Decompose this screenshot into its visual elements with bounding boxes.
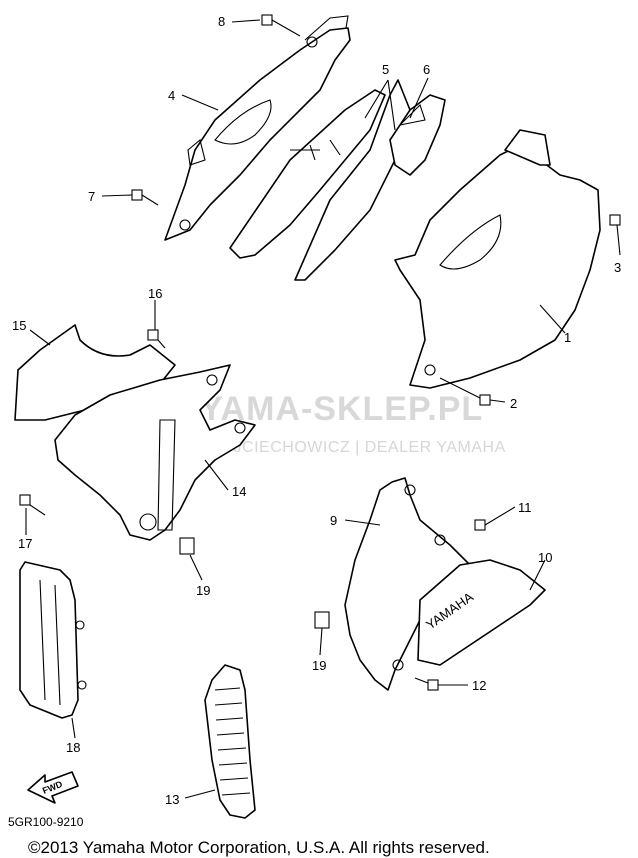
- part-number-10: 10: [538, 550, 552, 565]
- part-14-radiator-cover: [54, 364, 256, 541]
- part-number-13: 13: [165, 792, 179, 807]
- part-13-radiator-grille: [204, 664, 256, 819]
- copyright-text: ©2013 Yamaha Motor Corporation, U.S.A. A…: [28, 838, 490, 857]
- part-number-19b: 19: [312, 658, 326, 673]
- part-10-decal: YAMAHA: [417, 559, 546, 666]
- part-number-12: 12: [472, 678, 486, 693]
- bolt-3-icon: [609, 214, 621, 226]
- diagram-code: 5GR100-9210: [8, 815, 84, 829]
- watermark-brand: YAMA-SKLEP.PL: [200, 390, 483, 428]
- part-6-bracket: [389, 94, 446, 176]
- clip-19b-icon: [314, 611, 330, 629]
- part-number-19a: 19: [196, 583, 210, 598]
- part-number-15: 15: [12, 318, 26, 333]
- fwd-arrow-icon: FWD: [27, 771, 79, 804]
- leader-lines: [25, 19, 621, 799]
- part-number-9: 9: [330, 513, 337, 528]
- bolt-16-icon: [147, 329, 166, 349]
- part-number-14: 14: [232, 484, 246, 499]
- bolt-8-icon: [261, 14, 301, 37]
- part-number-3: 3: [614, 260, 621, 275]
- bolt-12-icon: [414, 677, 439, 691]
- part-number-7: 7: [88, 189, 95, 204]
- part-number-8: 8: [218, 14, 225, 29]
- part-4-side-cover: [164, 15, 351, 241]
- part-number-6: 6: [423, 62, 430, 77]
- part-number-17: 17: [18, 536, 32, 551]
- bolt-17-icon: [19, 494, 46, 516]
- part-1-side-cover: [394, 129, 601, 389]
- part-number-5: 5: [382, 62, 389, 77]
- part-number-1: 1: [564, 330, 571, 345]
- part-number-18: 18: [66, 740, 80, 755]
- part-18-radiator-guard: [19, 561, 87, 719]
- part-numbers: 8 4 7 5 6 3 1 2 16 15 14 17 19 9 11 10 1…: [12, 14, 621, 807]
- part-number-2: 2: [510, 396, 517, 411]
- part-number-16: 16: [148, 286, 162, 301]
- watermark-dealer: WOJCIECHOWICZ | DEALER YAMAHA: [205, 439, 506, 456]
- bolt-11-icon: [474, 519, 486, 531]
- bolt-7-icon: [131, 189, 159, 206]
- part-number-11: 11: [518, 500, 532, 515]
- clip-19a-icon: [179, 537, 195, 555]
- part-number-4: 4: [168, 88, 175, 103]
